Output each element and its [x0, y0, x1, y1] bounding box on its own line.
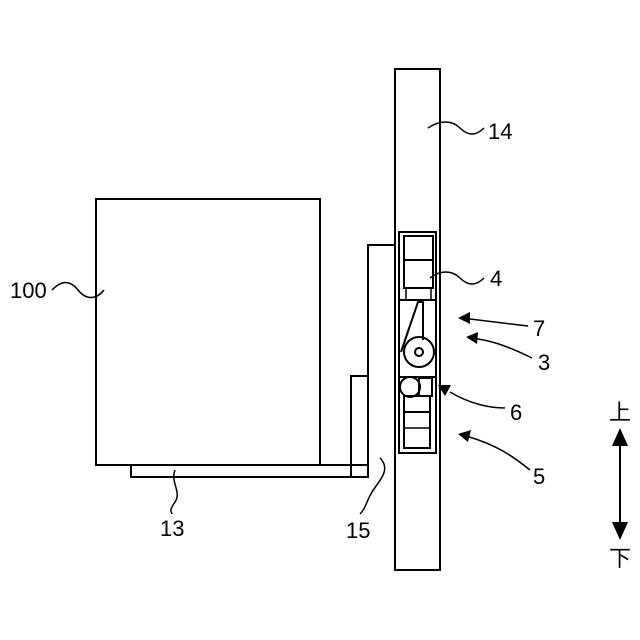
ref-label-100: 100 — [10, 278, 47, 303]
ref-label-7: 7 — [533, 316, 545, 341]
direction-up-label: 上 — [609, 400, 631, 425]
ref-label-15: 15 — [346, 518, 370, 543]
ref-label-13: 13 — [160, 516, 184, 541]
ref-label-14: 14 — [488, 119, 512, 144]
ref-label-3: 3 — [538, 350, 550, 375]
ref-label-6: 6 — [510, 400, 522, 425]
ref-label-5: 5 — [533, 464, 545, 489]
ref-label-4: 4 — [490, 266, 502, 291]
direction-down-label: 下 — [609, 546, 631, 571]
